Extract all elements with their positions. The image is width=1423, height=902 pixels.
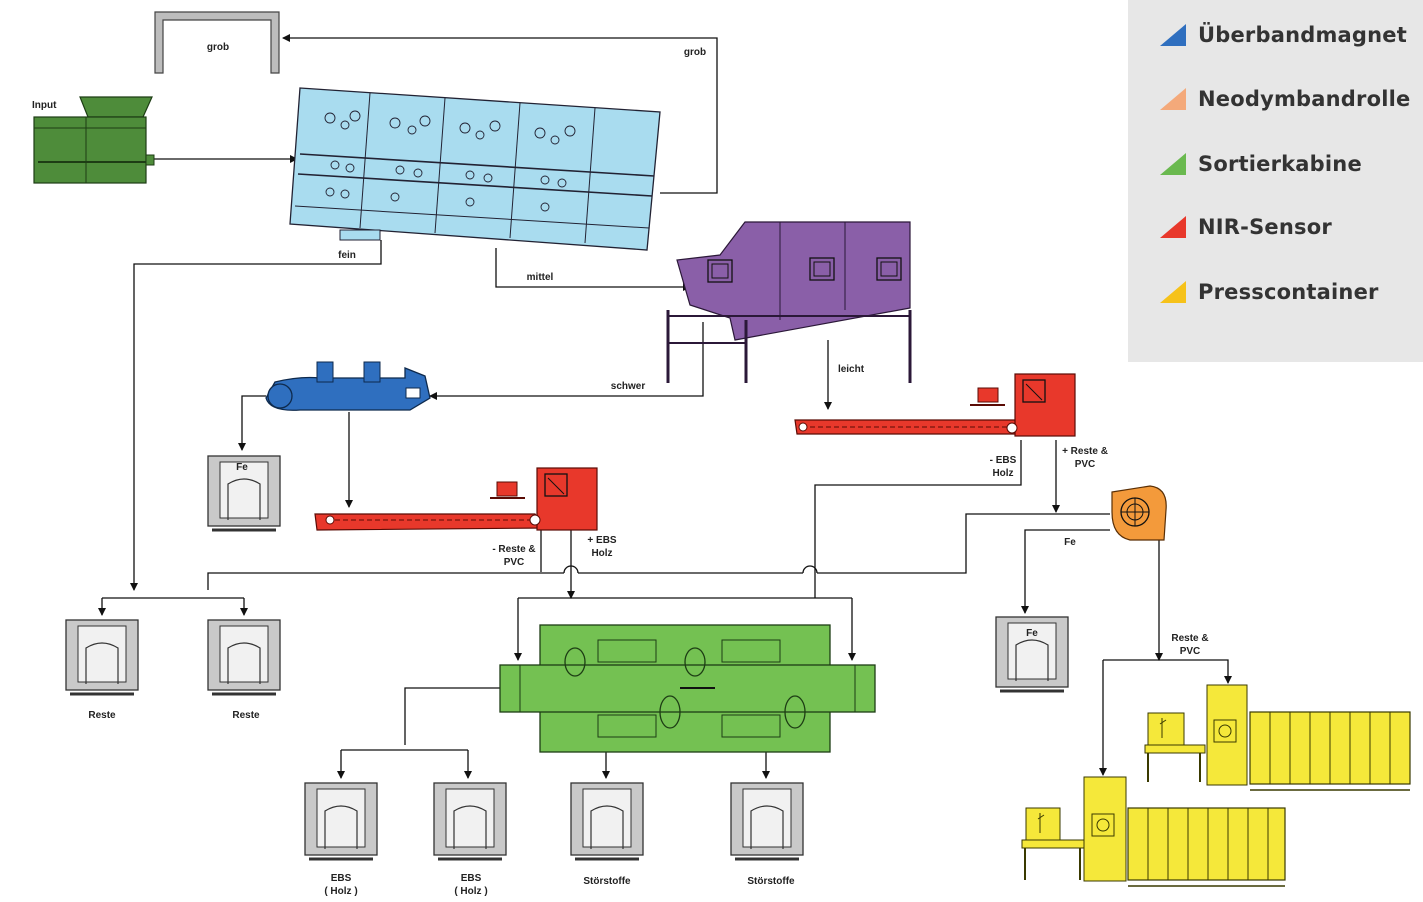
label-reste-1: Reste [88,710,116,721]
label-leicht: leicht [838,364,865,375]
label-fe-right-container: Fe [1026,628,1038,639]
flow-mittel [495,248,691,291]
label-minus-reste-2: PVC [504,557,525,568]
label-fein: fein [338,250,356,261]
flow-grob [282,34,718,194]
orange-triangle-icon [1160,88,1186,110]
flow-neodym-fe [1021,529,1110,614]
label-input: Input [32,100,57,111]
stoerstoffe-container-2 [730,782,804,861]
flow-press-upper [1103,659,1232,684]
nir-sensor-2 [794,373,1076,437]
ebs-container-2 [433,782,507,861]
label-plus-ebs-1: + EBS [587,535,617,546]
grob-bunker [154,11,280,74]
red-triangle-icon [1160,216,1186,238]
legend-label: Überbandmagnet [1198,23,1407,47]
containers [65,455,1069,861]
flow-jump-2 [802,565,818,574]
label-ebs-1: EBS [331,873,352,884]
label-ebs-1-holz: ( Holz ) [324,886,357,897]
green-triangle-icon [1160,153,1186,175]
drum-screen [289,87,661,251]
label-plus-reste-2: PVC [1075,459,1096,470]
overband-magnet [265,361,431,411]
label-reste-pvc-2: PVC [1180,646,1201,657]
wind-sifter [666,221,912,383]
legend-label: Neodymbandrolle [1198,87,1411,111]
label-plus-ebs-2: Holz [591,548,612,559]
legend-label: Presscontainer [1198,280,1379,304]
blue-triangle-icon [1160,24,1186,46]
legend-label: Sortierkabine [1198,152,1362,176]
flow-labels: Input grob grob fein mittel schwer leich… [32,42,1209,897]
flow-reste-bus-3 [817,513,1110,574]
ebs-container-1 [304,782,378,861]
legend-item-sortierkabine: Sortierkabine [1158,146,1362,182]
fe-container-left [207,455,281,532]
flow-fein [130,240,382,591]
legend-item-neodymbandrolle: Neodymbandrolle [1158,81,1410,117]
legend-item-nir-sensor: NIR-Sensor [1158,209,1332,245]
label-minus-ebs-1: - EBS [990,455,1017,466]
neodym-roll [1111,485,1167,541]
legend-item-ueberbandmagnet: Überbandmagnet [1158,17,1407,53]
label-ebs-2: EBS [461,873,482,884]
label-grob-bunker: grob [207,42,229,53]
legend-label: NIR-Sensor [1198,215,1332,239]
label-reste-pvc-1: Reste & [1171,633,1208,644]
label-reste-2: Reste [232,710,260,721]
reste-container-1 [65,619,139,696]
reste-container-2 [207,619,281,696]
label-stoerstoffe-1: Störstoffe [583,876,631,887]
fe-container-right [995,616,1069,693]
flow-schwer [429,322,704,400]
input-shredder [33,96,155,184]
flow-reste-bus [207,572,564,590]
press-container-lower [1021,776,1286,887]
label-grob-line: grob [684,47,706,58]
label-stoerstoffe-2: Störstoffe [747,876,795,887]
label-schwer: schwer [611,381,646,392]
flow-nir2-ebs [814,440,1022,598]
legend-panel: Überbandmagnet Neodymbandrolle Sortierka… [1128,0,1423,362]
label-ebs-2-holz: ( Holz ) [454,886,487,897]
nir-sensor-1 [314,467,598,531]
yellow-triangle-icon [1160,281,1186,303]
stoerstoffe-container-1 [570,782,644,861]
label-minus-ebs-2: Holz [992,468,1013,479]
press-container-upper [1144,684,1411,791]
flow-lines [98,34,1232,779]
flow-magnet-fe [238,395,266,451]
label-minus-reste-1: - Reste & [492,544,535,555]
label-fe-left: Fe [236,462,248,473]
label-mittel: mittel [527,272,554,283]
label-plus-reste-1: + Reste & [1062,446,1108,457]
sorting-cabin [499,624,876,753]
label-fe-neodym: Fe [1064,537,1076,548]
flow-cabin-out-left [404,687,500,745]
legend-item-presscontainer: Presscontainer [1158,274,1379,310]
